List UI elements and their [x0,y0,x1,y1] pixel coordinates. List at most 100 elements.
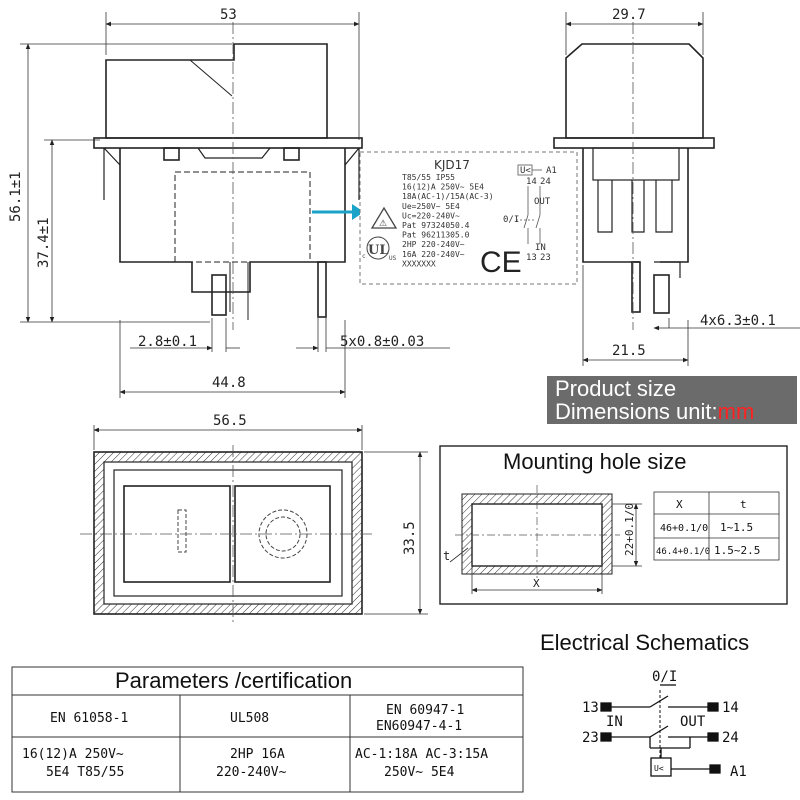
side-view [553,43,715,314]
schem-24: 24 [722,730,739,746]
label-plate-line: 18A(AC-1)/15A(AC-3) [402,192,494,201]
label-plate-line: 2HP 220-240V~ [402,240,465,249]
parameters-title: Parameters /certification [115,668,353,693]
dim-frame-width: 56.5 [93,413,363,450]
ce-mark-icon: CE [480,246,522,279]
body-height-label: 37.4±1 [36,217,52,268]
label-ol: 0/I [503,215,519,225]
mount-table-cell: 46.4+0.1/0 [656,547,710,557]
label-plate-line: 16(12)A 250V~ 5E4 [402,183,484,192]
banner-unit: mm [717,399,755,424]
front-width-label: 53 [220,7,237,23]
product-size-banner: Product size Dimensions unit:mm [547,376,797,424]
mount-table-header-x: X [676,498,683,511]
mounting-title: Mounting hole size [503,449,687,474]
dim-pin-spacing: 2.8±0.1 [130,318,240,352]
svg-text:⚠: ⚠ [379,219,387,229]
schem-out: OUT [680,714,706,730]
parameters-table [11,666,524,793]
label-plate-line: Pat 97324050.4 [402,221,470,230]
param-cell: EN 61058-1 [50,711,128,726]
label-plate-line: T85/55 IP55 [402,173,455,182]
dim-front-width: 53 [105,7,360,140]
ul-mark-icon: UL [368,243,388,258]
frame-width-label: 56.5 [213,413,247,429]
schem-in: IN [606,714,623,730]
label-plate-line: 16A 220-240V~ [402,250,465,259]
front-view [93,43,363,320]
front-view-flange [93,137,363,149]
electrical-schematic [600,684,721,777]
schem-23: 23 [582,730,599,746]
front-pin-left [211,274,227,316]
label-24: 24 [540,177,551,187]
side-width-label: 29.7 [612,7,646,23]
mounting-table [653,491,780,561]
dim-base-width: 44.8 [119,320,346,398]
us-mark: US [389,255,397,262]
mount-t-label: t [443,549,450,563]
param-cell: EN 60947-1 [386,703,464,718]
label-14: 14 [526,177,537,187]
label-plate-line: Uc=220-240V~ [402,211,460,220]
mount-table-cell: 1~1.5 [720,521,753,534]
pin-size-label: 5x0.8±0.03 [340,334,424,350]
label-23: 23 [540,253,551,263]
label-out: OUT [534,197,551,207]
callout-arrowhead [352,204,364,220]
top-view [93,451,363,615]
param-cell: 5E4 T85/55 [46,765,124,780]
front-view-body [119,148,346,293]
dim-pin-size: 5x0.8±0.03 [296,318,450,352]
mount-height-label: 22+0.1/0 [623,503,636,556]
base-width-label: 44.8 [212,375,246,391]
dim-side-width: 29.7 [565,7,704,55]
side-base-label: 21.5 [612,343,646,359]
label-plate-line: XXXXXXX [402,259,436,268]
off-symbol-icon [177,509,187,553]
schem-coil: U< [654,764,664,773]
param-cell: 220-240V~ [216,765,287,780]
banner-line-1: Product size [555,376,677,401]
param-cell: UL508 [230,711,269,726]
dim-frame-height: 33.5 [364,451,428,615]
mount-table-cell: 1.5~2.5 [714,544,760,557]
schem-a1: A1 [730,764,747,780]
total-height-label: 56.1±1 [8,171,24,222]
mounting-drawing: 22+0.1/0 X t [443,485,642,594]
label-model: KJD17 [434,158,470,172]
param-cell: 250V~ 5E4 [384,765,455,780]
front-view-cap [105,43,328,139]
dim-pin-tab: 4x6.3±0.1 [653,313,800,331]
param-cell: AC-1:18A AC-3:15A [355,747,488,762]
label-in: IN [535,243,546,253]
param-cell: EN60947-4-1 [376,719,462,734]
label-plate-line: Ue=250V~ 5E4 [402,202,460,211]
dim-body-height: 37.4±1 [36,139,100,323]
side-view-cap [565,43,704,139]
dim-side-base: 21.5 [582,265,689,366]
schem-14: 14 [722,700,739,716]
side-view-flange [553,137,715,149]
label-13: 13 [526,253,537,263]
label-u: U< [520,166,531,176]
mount-table-header-t: t [740,498,747,511]
label-a1: A1 [546,166,557,176]
param-cell: 2HP 16A [230,747,285,762]
schem-switch-label: 0/I [652,669,677,685]
pin-spacing-label: 2.8±0.1 [138,334,197,350]
mount-table-cell: 46+0.1/0 [660,523,708,534]
mount-x-label: X [533,577,540,590]
banner-line-2: Dimensions unit:mm [555,400,789,423]
pin-tab-label: 4x6.3±0.1 [700,313,776,329]
front-pin-right [317,261,327,318]
schem-13: 13 [582,700,599,716]
banner-line-2-prefix: Dimensions unit: [555,399,718,424]
schematic-title: Electrical Schematics [540,630,750,655]
c-mark: c [362,253,366,260]
frame-height-label: 33.5 [402,521,418,555]
warning-triangle-icon [370,206,398,229]
label-plate-line: Pat 96211305.0 [402,231,470,240]
